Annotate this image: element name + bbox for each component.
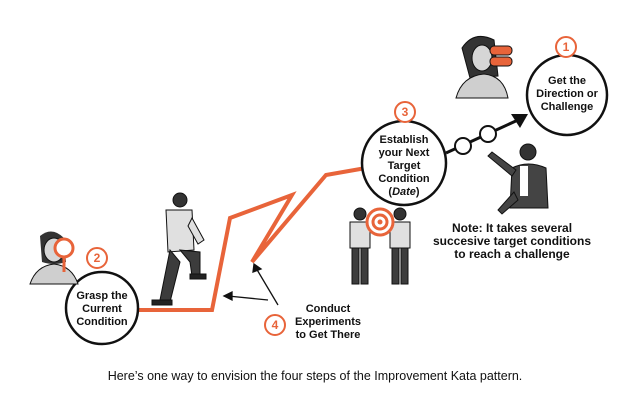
target-condition-label: Establish your Next Target Condition (Da… [378,134,430,198]
experiment-arrows [222,262,279,306]
figure-caption: Here’s one way to envision the four step… [107,369,523,383]
step-number-1: 1 [555,36,577,58]
improvement-path [138,166,367,312]
step-number-2: 2 [86,247,108,269]
step-number-3: 3 [394,101,416,123]
person-magnifier-illustration [29,231,79,285]
team-with-target-illustration [349,207,411,285]
challenge-label: Get the Direction or Challenge [536,75,598,113]
grasp-current-condition-circle [64,270,140,346]
climbing-man-illustration [151,192,207,306]
successive-targets-arrow [445,114,528,155]
note-text: Note: It takes several succesive target … [432,221,592,261]
date-label: Date [392,186,416,198]
step-number-4: 4 [264,314,286,336]
woman-binoculars-illustration [455,35,513,99]
pointing-man-illustration [487,143,549,215]
conduct-experiments-label: Conduct Experiments to Get There [294,303,362,341]
grasp-label: Grasp the Current Condition [76,290,128,328]
